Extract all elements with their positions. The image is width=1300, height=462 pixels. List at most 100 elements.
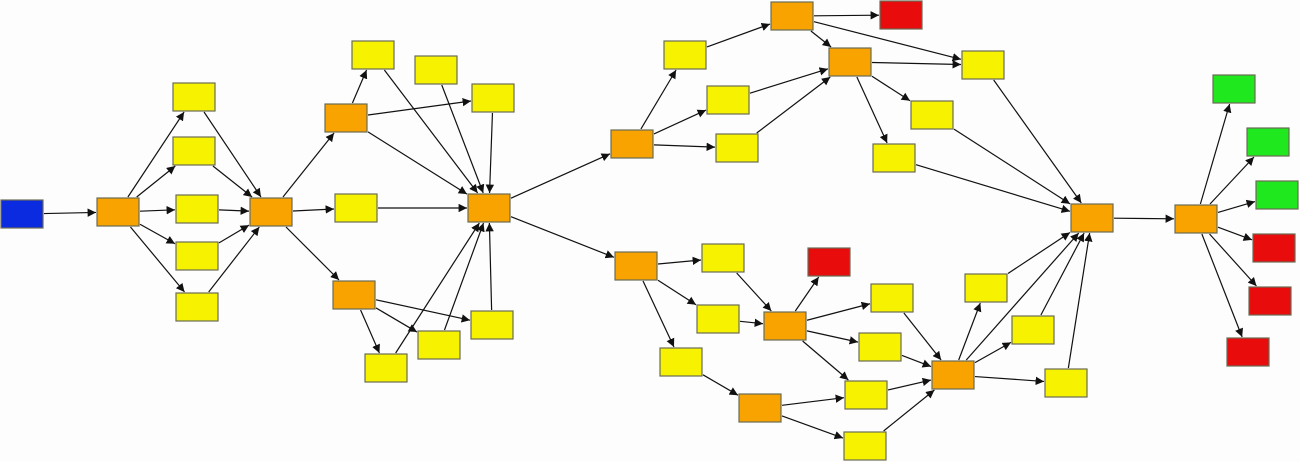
success-node <box>1255 180 1299 210</box>
edge-arrow <box>883 389 935 432</box>
fail-node <box>1252 233 1296 263</box>
task-node <box>470 310 514 340</box>
task-node <box>964 273 1008 303</box>
hub-node <box>770 1 814 31</box>
edge-arrow <box>441 84 485 194</box>
edge-arrow <box>653 109 707 135</box>
edge-arrow <box>806 330 859 345</box>
edge-arrow <box>292 205 335 214</box>
hub-node <box>738 393 782 423</box>
edge-arrow <box>1007 232 1071 274</box>
edge-arrow <box>640 69 677 130</box>
hub-node <box>931 360 975 390</box>
task-node <box>701 243 745 273</box>
task-node <box>175 194 219 224</box>
edge-arrow <box>395 222 480 354</box>
task-node <box>706 85 750 115</box>
task-node <box>659 347 703 377</box>
edge-arrow <box>813 21 962 62</box>
edge-arrow <box>1209 233 1257 287</box>
edge-arrow <box>974 341 1012 364</box>
edge-arrow <box>810 30 832 48</box>
edge-arrow <box>915 164 1071 213</box>
hub-node <box>1070 203 1114 233</box>
task-node <box>334 193 378 223</box>
edge-arrow <box>443 222 485 331</box>
edge-arrow <box>218 224 250 244</box>
task-node <box>910 100 954 130</box>
edges-layer <box>43 11 1257 440</box>
edge-arrow <box>887 377 932 391</box>
task-node <box>1044 368 1088 398</box>
edge-arrow <box>212 165 253 198</box>
edge-arrow <box>813 11 880 20</box>
edge-arrow <box>510 216 615 259</box>
edge-arrow <box>285 226 340 281</box>
edge-arrow <box>43 208 97 217</box>
edge-arrow <box>375 307 418 333</box>
task-node <box>844 380 888 410</box>
edge-arrow <box>203 111 262 198</box>
edge-arrow <box>510 153 611 199</box>
task-node <box>843 431 887 461</box>
edge-arrow <box>653 142 716 152</box>
task-node <box>172 136 216 166</box>
edge-arrow <box>485 222 494 311</box>
edge-arrow <box>1209 156 1255 205</box>
success-node <box>1246 127 1290 157</box>
hub-node <box>828 47 872 77</box>
task-node <box>663 40 707 70</box>
edge-arrow <box>974 375 1045 386</box>
fail-node <box>1226 337 1270 367</box>
edge-arrow <box>965 232 1080 361</box>
edge-arrow <box>208 226 260 293</box>
task-node <box>858 332 902 362</box>
task-node <box>870 283 914 313</box>
edge-arrow <box>739 318 764 328</box>
edge-arrow <box>706 22 771 48</box>
edge-arrow <box>856 76 888 144</box>
edge-arrow <box>139 205 176 215</box>
edge-arrow <box>1067 232 1093 369</box>
hub-node <box>1174 204 1218 234</box>
edge-arrow <box>139 223 176 245</box>
edge-arrow <box>871 60 962 69</box>
edge-arrow <box>136 165 176 198</box>
edge-arrow <box>218 206 250 215</box>
hub-node <box>332 280 376 310</box>
edge-arrow <box>1201 233 1243 338</box>
edge-arrow <box>993 79 1082 204</box>
task-node <box>961 50 1005 80</box>
edge-arrow <box>903 312 942 361</box>
edge-arrow <box>360 309 380 354</box>
edge-arrow <box>367 131 468 195</box>
task-node <box>471 83 515 113</box>
edge-arrow <box>781 394 845 406</box>
edge-arrow <box>794 276 820 312</box>
hub-node <box>324 103 368 133</box>
edge-arrow <box>383 69 479 194</box>
task-node <box>175 292 219 322</box>
hub-node <box>763 311 807 341</box>
edge-arrow <box>802 340 849 381</box>
hub-node <box>96 197 140 227</box>
hub-node <box>467 193 511 223</box>
task-node <box>172 82 216 112</box>
edge-arrow <box>756 76 831 134</box>
task-node <box>414 55 458 85</box>
edge-arrow <box>351 69 368 104</box>
task-node <box>175 241 219 271</box>
edge-arrow <box>642 280 675 348</box>
edge-arrow <box>1040 232 1085 316</box>
edge-arrow <box>702 374 739 396</box>
edge-arrow <box>367 97 472 116</box>
task-node <box>715 133 759 163</box>
edge-arrow <box>657 256 702 265</box>
edge-arrow <box>806 301 871 321</box>
edge-arrow <box>130 226 185 293</box>
edge-arrow <box>657 279 697 306</box>
edge-arrow <box>127 111 185 198</box>
edge-arrow <box>953 128 1071 205</box>
edge-arrow <box>958 302 982 361</box>
